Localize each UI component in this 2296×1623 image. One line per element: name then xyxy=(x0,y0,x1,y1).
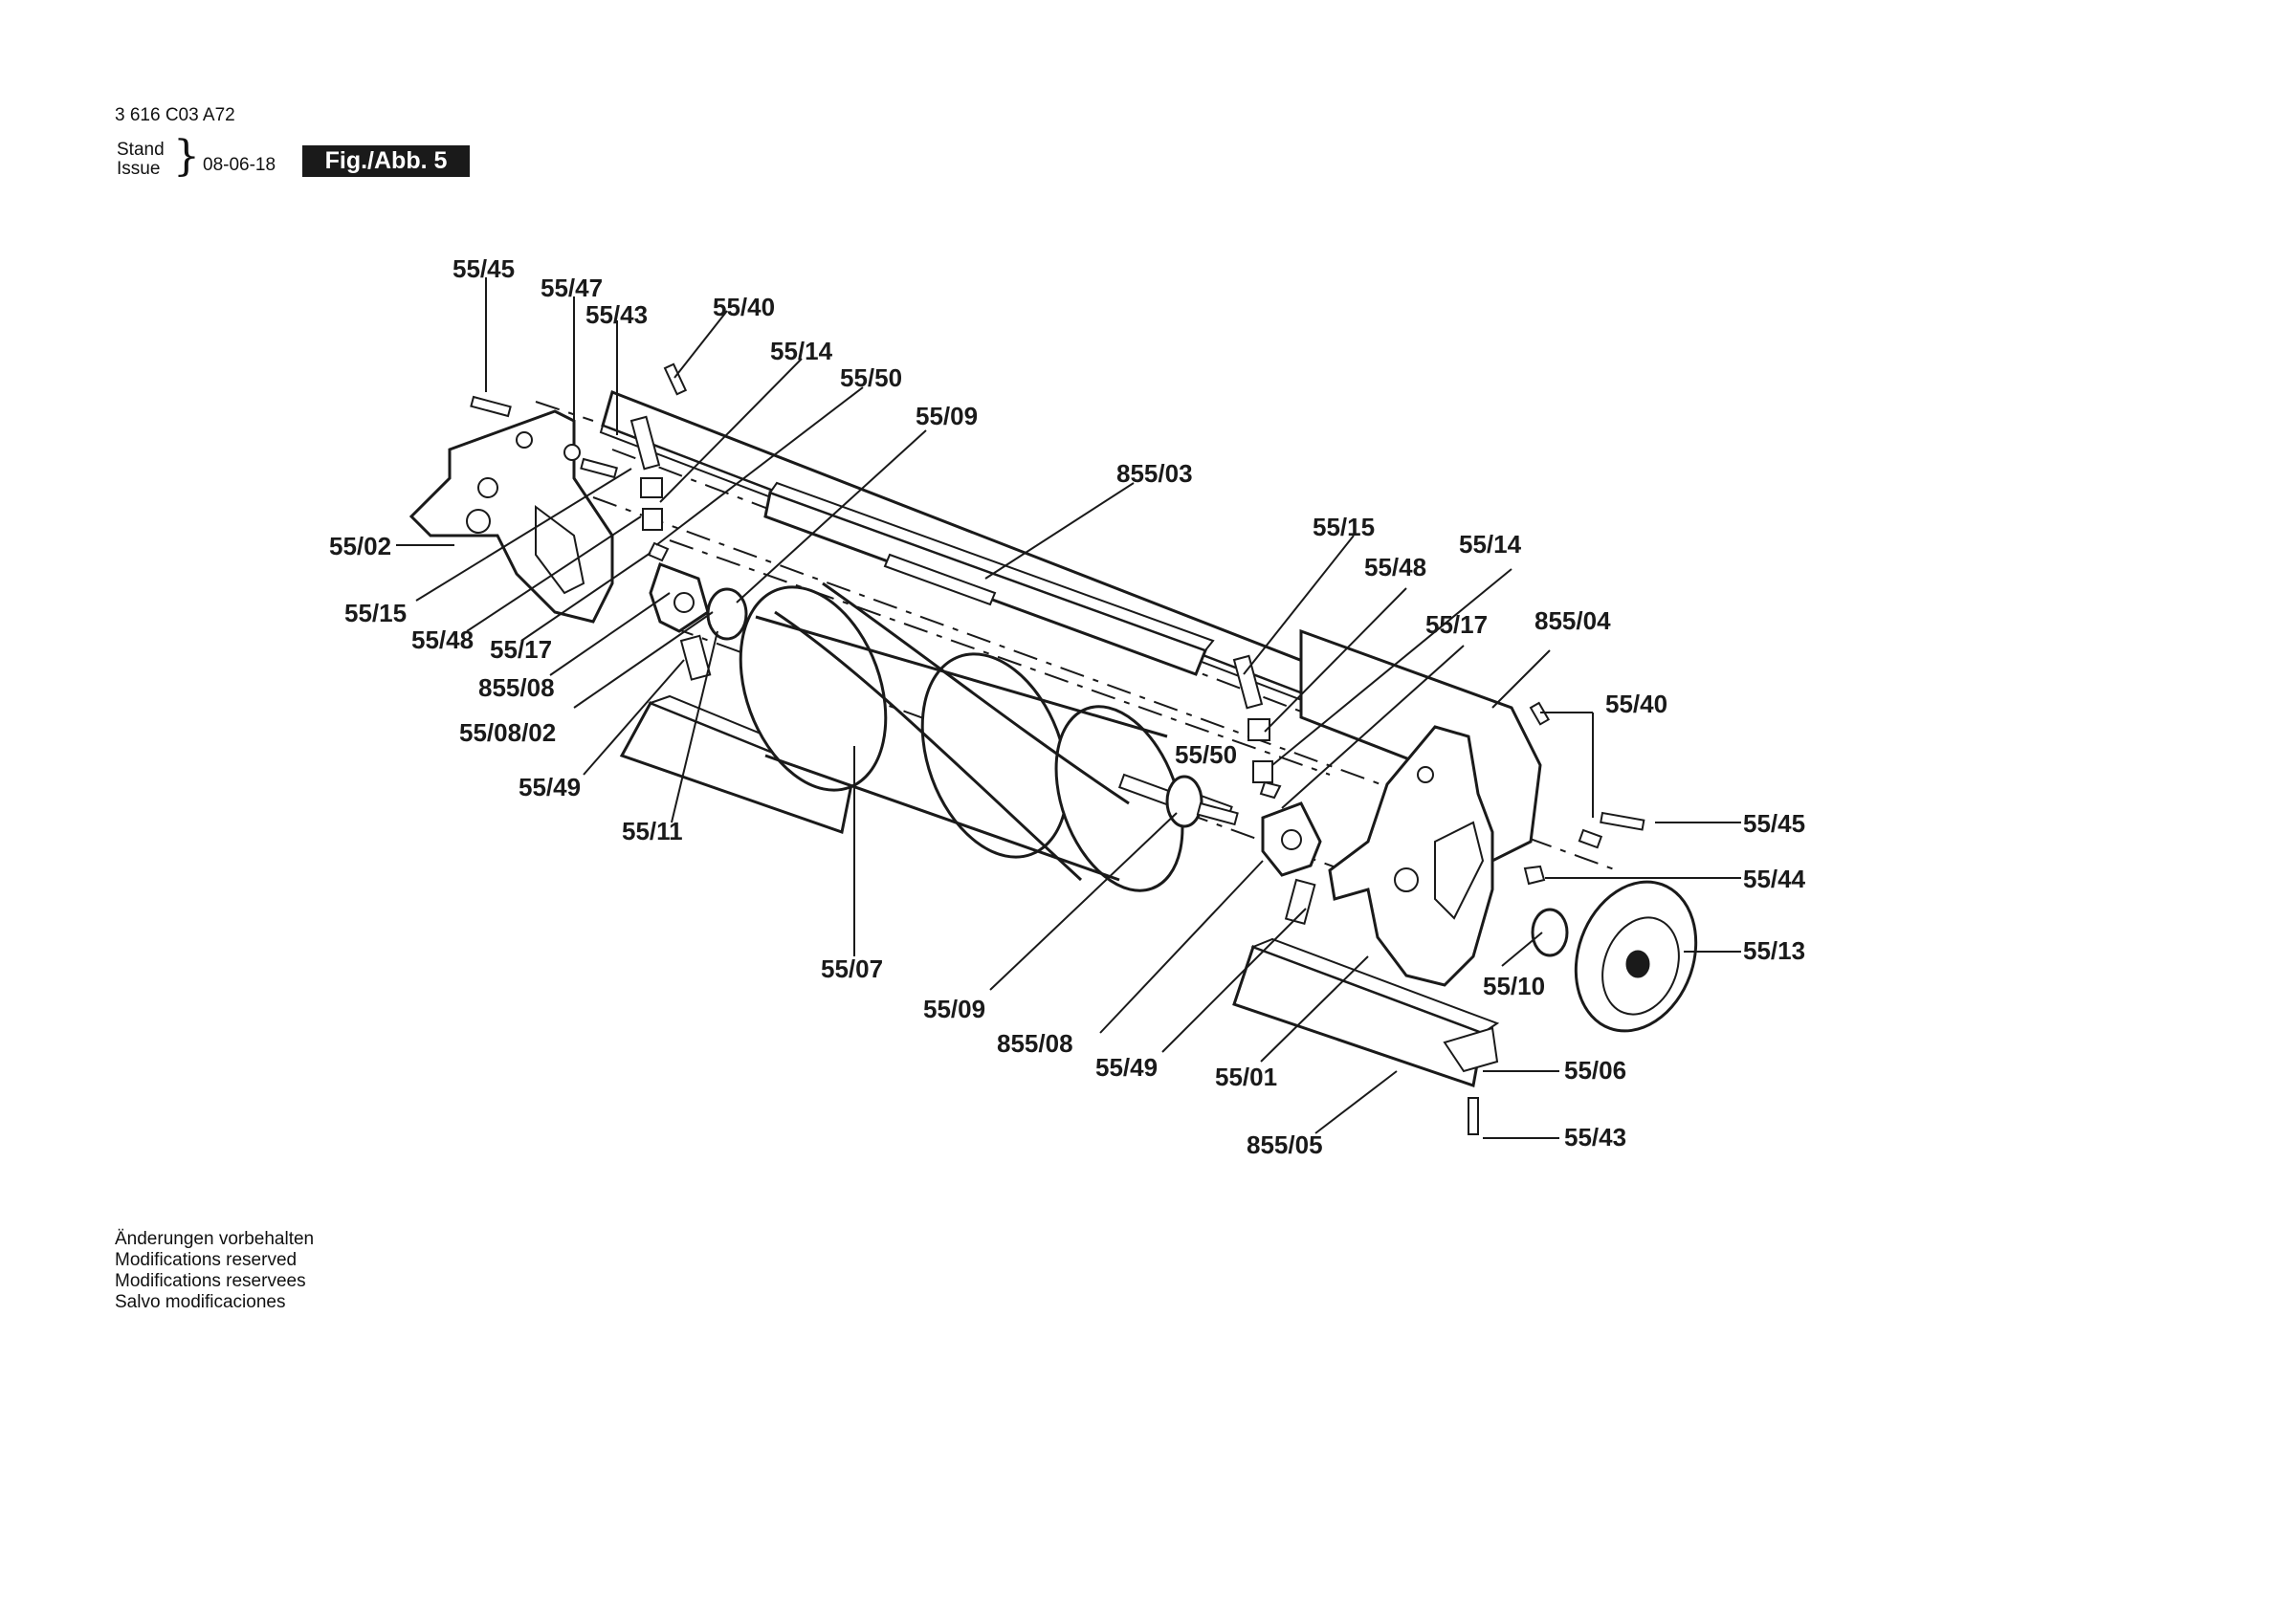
note-french: Modifications reservees xyxy=(115,1271,306,1291)
callout-55-43-bottom: 55/43 xyxy=(1564,1123,1626,1151)
callout-55-45-top: 55/45 xyxy=(453,254,515,283)
callout-55-50-right: 55/50 xyxy=(1175,740,1237,769)
callout-55-47: 55/47 xyxy=(541,274,603,302)
stand-label: Stand xyxy=(117,140,165,160)
issue-date: 08-06-18 xyxy=(203,155,276,175)
callout-55-40-right: 55/40 xyxy=(1605,690,1667,718)
callout-55-48-left: 55/48 xyxy=(411,625,474,654)
callout-55-11: 55/11 xyxy=(622,817,683,845)
note-spanish: Salvo modificaciones xyxy=(115,1292,286,1312)
brace-symbol: } xyxy=(173,132,200,181)
rear-bar xyxy=(763,481,1215,676)
right-side-bracket xyxy=(1328,725,1494,987)
callout-55-08-02: 55/08/02 xyxy=(459,718,556,747)
leader-lines xyxy=(396,277,1741,1139)
callout-55-02: 55/02 xyxy=(329,532,391,560)
document-number: 3 616 C03 A72 xyxy=(115,105,235,125)
callout-55-43-top: 55/43 xyxy=(585,300,648,329)
callout-55-14-top: 55/14 xyxy=(770,337,833,365)
note-german: Änderungen vorbehalten xyxy=(115,1229,315,1249)
callout-labels: 55/45 55/47 55/43 55/40 55/14 55/50 55/0… xyxy=(329,254,1806,1159)
drive-wheel xyxy=(1574,880,1698,1033)
callout-55-40-top: 55/40 xyxy=(713,293,775,321)
callout-55-06: 55/06 xyxy=(1564,1056,1626,1085)
callout-55-45-right: 55/45 xyxy=(1743,809,1805,838)
cutting-cylinder xyxy=(739,581,1233,892)
figure-label: Fig./Abb. 5 xyxy=(302,145,470,177)
callout-855-08-left: 855/08 xyxy=(478,673,555,702)
left-side-bracket xyxy=(408,409,614,624)
right-hardware xyxy=(1165,654,1645,1135)
callout-55-50-top: 55/50 xyxy=(840,363,902,392)
callout-55-49-left: 55/49 xyxy=(519,773,581,801)
callout-55-09-bottom: 55/09 xyxy=(923,995,985,1023)
callout-55-17-left: 55/17 xyxy=(490,635,552,664)
callout-855-03: 855/03 xyxy=(1116,459,1193,488)
callout-55-14-right: 55/14 xyxy=(1459,530,1522,559)
modification-notes: Änderungen vorbehalten Modifications res… xyxy=(115,1229,314,1313)
callout-55-13: 55/13 xyxy=(1743,936,1805,965)
callout-55-48-right: 55/48 xyxy=(1364,553,1426,581)
callout-55-15-left: 55/15 xyxy=(344,599,407,627)
callout-55-49-bottom: 55/49 xyxy=(1095,1053,1158,1082)
callout-855-04: 855/04 xyxy=(1534,606,1611,635)
callout-55-10: 55/10 xyxy=(1483,972,1545,1000)
issue-label: Issue xyxy=(117,159,161,179)
callout-55-01: 55/01 xyxy=(1215,1063,1277,1091)
callout-855-05: 855/05 xyxy=(1247,1130,1323,1159)
note-english: Modifications reserved xyxy=(115,1250,298,1270)
callout-55-15-right: 55/15 xyxy=(1313,513,1375,541)
callout-855-08-bottom: 855/08 xyxy=(997,1029,1073,1058)
right-bottom-blade xyxy=(1232,937,1500,1087)
callout-55-09-top: 55/09 xyxy=(916,402,978,430)
callout-55-44: 55/44 xyxy=(1743,865,1806,893)
callout-55-17-right: 55/17 xyxy=(1425,610,1488,639)
callout-55-07: 55/07 xyxy=(821,954,883,983)
